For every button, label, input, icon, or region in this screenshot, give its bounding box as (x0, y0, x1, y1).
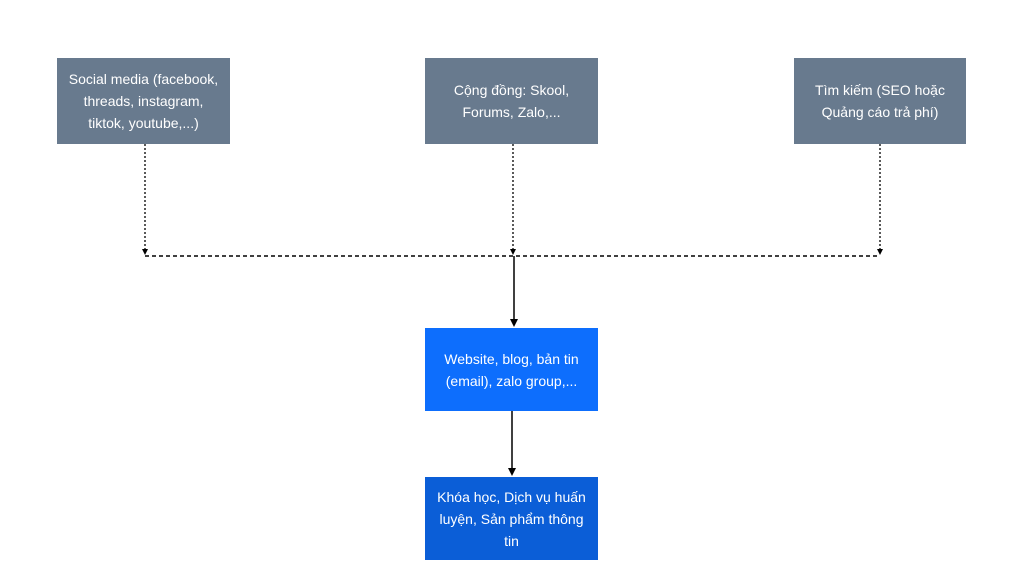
target-box-courses: Khóa học, Dịch vụ huấn luyện, Sản phẩm t… (425, 477, 598, 560)
source-box-search-label: Tìm kiếm (SEO hoặc Quảng cáo trả phí) (815, 82, 945, 120)
source-box-search: Tìm kiếm (SEO hoặc Quảng cáo trả phí) (794, 58, 966, 144)
middle-box-website: Website, blog, bản tin (email), zalo gro… (425, 328, 598, 411)
source-box-community-label: Cộng đồng: Skool, Forums, Zalo,... (453, 82, 570, 120)
middle-box-website-label: Website, blog, bản tin (email), zalo gro… (444, 350, 579, 389)
source-box-social-media: Social media (facebook, threads, instagr… (57, 58, 230, 144)
source-box-social-media-label: Social media (facebook, threads, instagr… (68, 71, 219, 131)
target-box-courses-label: Khóa học, Dịch vụ huấn luyện, Sản phẩm t… (437, 488, 586, 549)
source-box-community: Cộng đồng: Skool, Forums, Zalo,... (425, 58, 598, 144)
